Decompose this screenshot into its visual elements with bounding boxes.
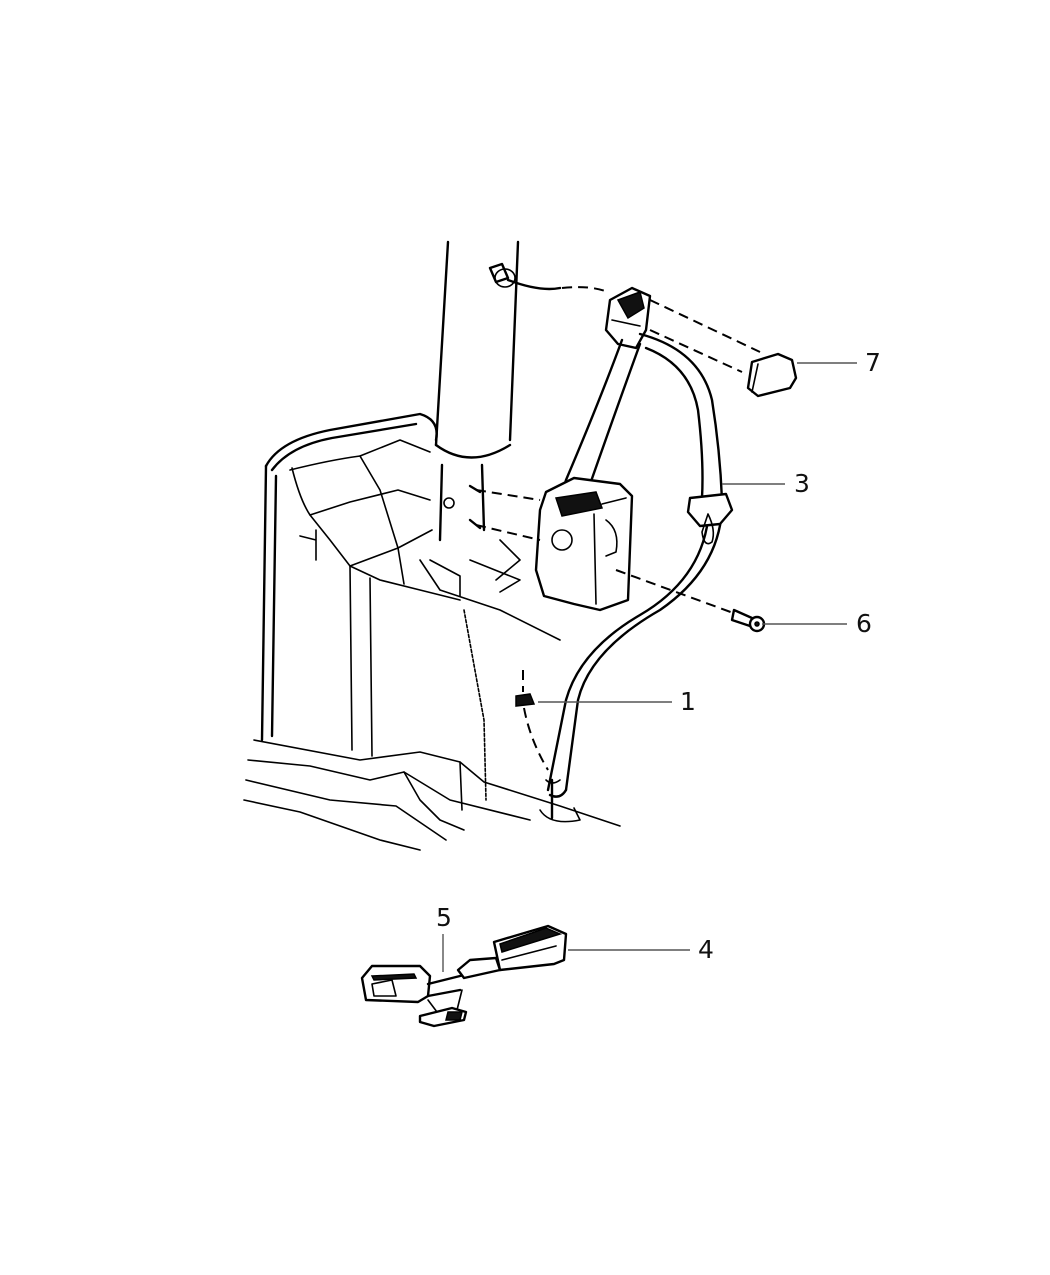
upper-anchor-bolt — [488, 262, 609, 293]
b-pillar — [434, 240, 520, 542]
part-4-5-buckle-assembly — [360, 924, 568, 1028]
d-ring-guide — [604, 286, 652, 350]
part-3-retractor — [534, 476, 634, 612]
callout-1: 1 — [680, 687, 696, 716]
part-3-belt-webbing — [546, 332, 734, 798]
part-6-bolt — [615, 569, 766, 633]
part-7-cover — [746, 352, 798, 398]
part-1-nut — [515, 670, 561, 820]
callout-3: 3 — [794, 469, 810, 498]
seat-body-shell — [260, 412, 561, 801]
floor-pan — [243, 739, 621, 851]
callout-7: 7 — [865, 348, 881, 377]
callout-6: 6 — [856, 609, 872, 638]
callout-5: 5 — [436, 903, 452, 932]
callout-4: 4 — [698, 935, 714, 964]
